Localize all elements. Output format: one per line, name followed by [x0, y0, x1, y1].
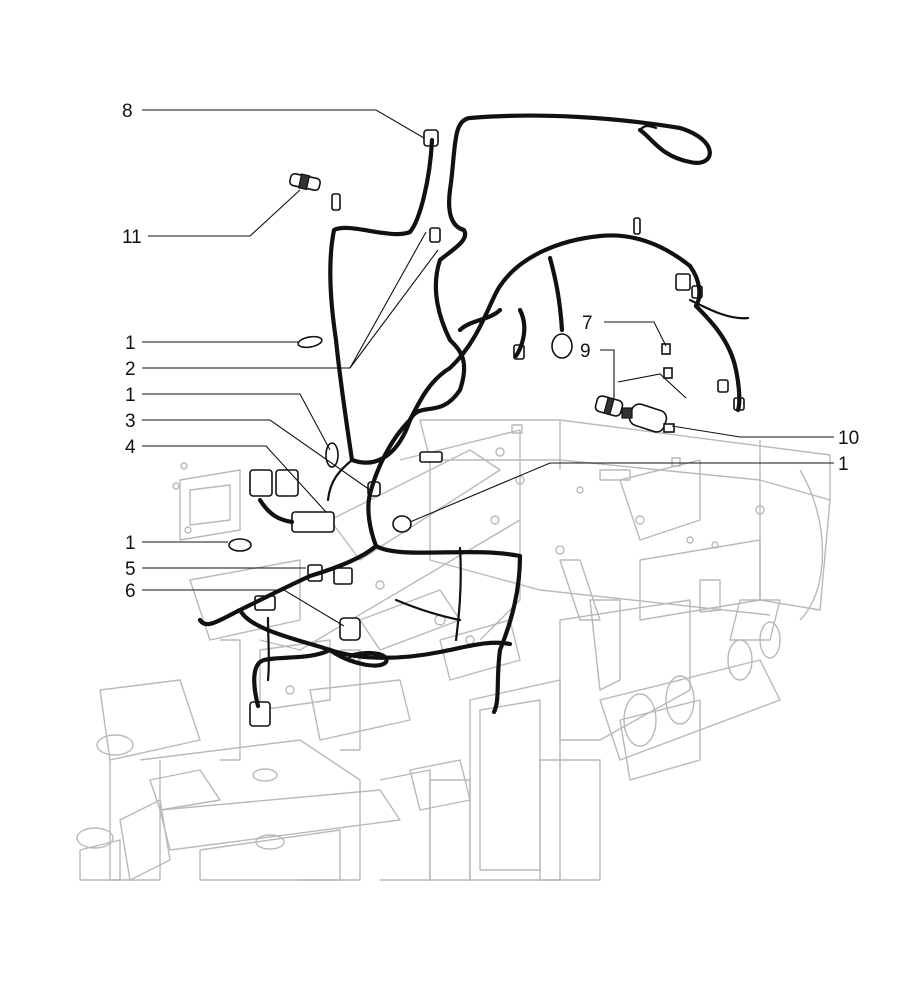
callout-1-cable-tie: 1 — [838, 454, 849, 475]
callout-2: 2 — [125, 359, 136, 380]
part-4-connector-block — [249, 469, 335, 533]
part-11-pressure-switch — [289, 172, 321, 192]
callout-1-cable-tie: 1 — [125, 533, 136, 554]
callout-11: 11 — [122, 227, 142, 248]
callout-1-cable-tie: 1 — [125, 385, 136, 406]
callout-4: 4 — [125, 437, 136, 458]
part-9-sensor — [594, 395, 624, 417]
callout-1-cable-tie: 1 — [125, 333, 136, 354]
parts — [228, 129, 745, 727]
callout-10: 10 — [838, 428, 859, 449]
part-10-solenoid — [621, 403, 675, 433]
callout-labels: 8 11 1 2 1 3 4 1 5 6 7 9 10 1 — [122, 101, 859, 602]
part-7-connector — [617, 343, 687, 399]
callout-9: 9 — [580, 341, 591, 362]
callout-8: 8 — [122, 101, 133, 122]
callout-6: 6 — [125, 581, 136, 602]
callout-5: 5 — [125, 559, 136, 580]
bottom-plug-connector — [249, 701, 271, 727]
part-1-cable-tie-a — [297, 335, 323, 349]
part-1-cable-tie-c — [228, 538, 252, 552]
callout-7: 7 — [582, 313, 593, 334]
part-1-cable-tie-d — [392, 515, 412, 533]
callout-3: 3 — [125, 411, 136, 432]
vehicle-frame — [76, 419, 831, 881]
wiring-harness — [197, 113, 750, 715]
leader-lines — [142, 109, 834, 627]
